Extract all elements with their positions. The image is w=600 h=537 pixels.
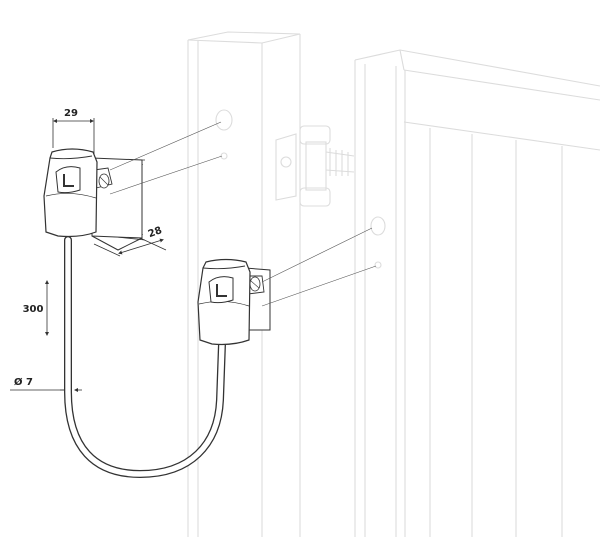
dimension-cable-length: 300 bbox=[23, 280, 49, 336]
gate-hole-upper bbox=[370, 216, 386, 236]
hinge bbox=[275, 125, 355, 207]
l-logo-icon bbox=[208, 276, 234, 304]
cable-module-lower bbox=[197, 258, 271, 346]
armoured-cable bbox=[64, 236, 226, 479]
post-hole-upper bbox=[215, 109, 233, 131]
alignment-guides bbox=[109, 121, 377, 307]
cable-module-upper bbox=[43, 148, 143, 251]
dimension-depth: 28 bbox=[93, 225, 167, 257]
gate-hole-lower bbox=[374, 261, 382, 269]
cable-length-label: 300 bbox=[23, 304, 44, 315]
cable-diameter-label: Ø 7 bbox=[14, 376, 33, 388]
dimension-width: 29 bbox=[52, 108, 95, 158]
gate-frame bbox=[354, 49, 600, 537]
post-hole-lower bbox=[220, 152, 228, 160]
width-label: 29 bbox=[64, 108, 78, 119]
depth-label: 28 bbox=[147, 225, 164, 240]
l-logo-icon bbox=[55, 166, 81, 194]
